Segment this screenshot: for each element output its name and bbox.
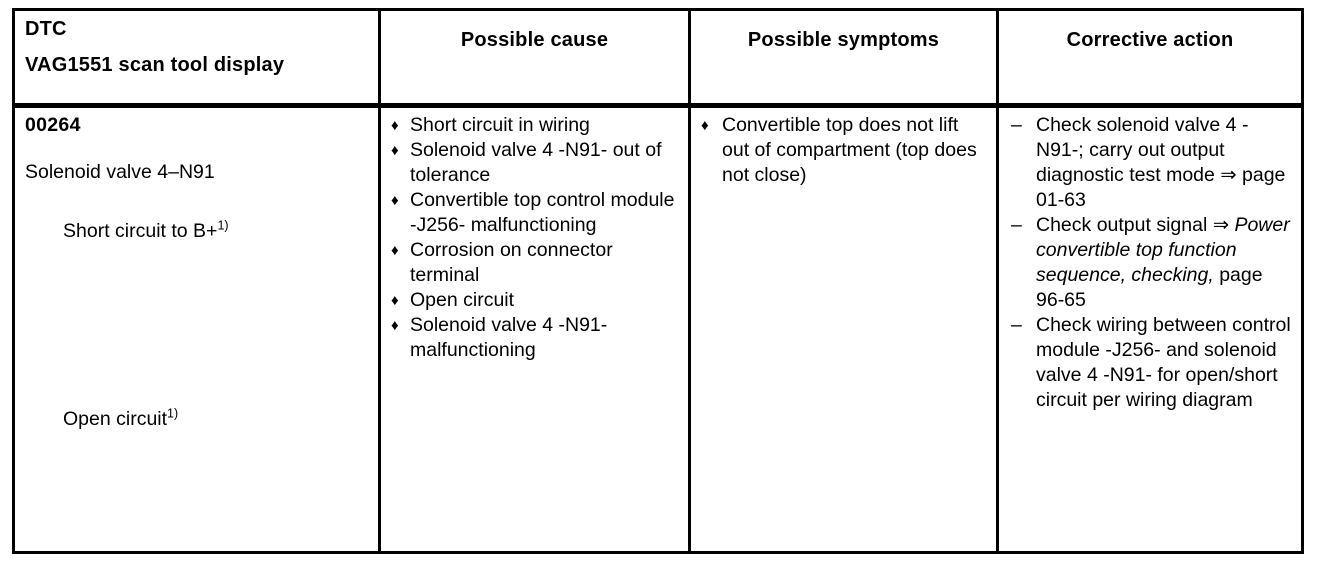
dtc-diagnostic-table: DTC VAG1551 scan tool display Possible c… [12,8,1304,554]
corrective-action-list: – Check solenoid valve 4 -N91-; carry ou… [1011,113,1293,413]
dash-icon: – [1011,314,1022,336]
dtc-fault-short-circuit-text: Short circuit to B+ [63,220,218,242]
corrective-action-reference-title: Power convertible top function sequence,… [1036,214,1290,286]
corrective-action-page-reference: page 96-65 [1036,264,1263,311]
header-corrective-action-label: Corrective action [1066,29,1234,51]
list-item: ♦ Convertible top does not lift out of c… [701,113,988,188]
list-item: ♦ Open circuit [391,288,680,313]
footnote-marker-2: 1) [167,406,179,421]
header-separator-rule [15,103,1301,108]
list-item: ♦ Solenoid valve 4 -N91- malfunctioning [391,313,680,363]
bullet-icon: ♦ [391,317,399,334]
possible-cause-text: Corrosion on connector terminal [410,239,613,286]
possible-cause-text: Open circuit [410,289,515,311]
body-cell-dtc: 00264 Solenoid valve 4–N91 Short circuit… [15,103,378,551]
table-grid: DTC VAG1551 scan tool display Possible c… [15,11,1301,551]
bullet-icon: ♦ [701,117,709,134]
dtc-fault-open-circuit-text: Open circuit [63,408,168,430]
dash-icon: – [1011,214,1022,236]
bullet-icon: ♦ [391,117,399,134]
dtc-code: 00264 [25,114,81,136]
bullet-icon: ♦ [391,192,399,209]
possible-cause-list-group-1: ♦ Short circuit in wiring ♦ Solenoid val… [391,113,680,238]
possible-cause-text: Convertible top control module -J256- ma… [410,189,675,236]
possible-cause-text: Solenoid valve 4 -N91- out of tolerance [410,139,662,186]
list-item: – Check output signal ⇒ Power convertibl… [1011,213,1293,313]
dtc-fault-open-circuit: Open circuit1) [63,407,370,432]
dtc-component-name: Solenoid valve 4–N91 [25,161,215,183]
body-cell-possible-symptoms: ♦ Convertible top does not lift out of c… [688,103,996,551]
header-cell-corrective-action: Corrective action [996,11,1301,103]
dash-icon: – [1011,114,1022,136]
list-item: ♦ Solenoid valve 4 -N91- out of toleranc… [391,138,680,188]
possible-cause-text: Solenoid valve 4 -N91- malfunctioning [410,314,608,361]
header-possible-symptoms-label: Possible symptoms [747,29,940,51]
possible-symptom-text: Convertible top does not lift out of com… [722,114,977,186]
possible-cause-text: Short circuit in wiring [410,114,590,136]
body-cell-corrective-action: – Check solenoid valve 4 -N91-; carry ou… [996,103,1301,551]
header-scan-tool-display-label: VAG1551 scan tool display [25,54,285,76]
list-item: ♦ Convertible top control module -J256- … [391,188,680,238]
body-cell-possible-cause: ♦ Short circuit in wiring ♦ Solenoid val… [378,103,688,551]
list-item: ♦ Short circuit in wiring [391,113,680,138]
header-cell-possible-symptoms: Possible symptoms [688,11,996,103]
bullet-icon: ♦ [391,292,399,309]
header-possible-cause-label: Possible cause [460,29,609,51]
dtc-fault-short-circuit: Short circuit to B+1) [63,219,370,244]
header-cell-dtc: DTC VAG1551 scan tool display [15,11,378,103]
list-item: ♦ Corrosion on connector terminal [391,238,680,288]
footnote-marker-1: 1) [217,218,229,233]
list-item: – Check wiring between control module -J… [1011,313,1293,413]
corrective-action-text: Check solenoid valve 4 -N91-; carry out … [1036,114,1286,211]
possible-cause-list-group-2: ♦ Corrosion on connector terminal ♦ Open… [391,238,680,363]
possible-symptoms-list: ♦ Convertible top does not lift out of c… [701,113,988,188]
bullet-icon: ♦ [391,242,399,259]
bullet-icon: ♦ [391,142,399,159]
corrective-action-text: Check output signal ⇒ [1036,214,1235,236]
corrective-action-text: Check wiring between control module -J25… [1036,314,1291,411]
header-cell-possible-cause: Possible cause [378,11,688,103]
header-dtc-label: DTC [25,18,67,40]
list-item: – Check solenoid valve 4 -N91-; carry ou… [1011,113,1293,213]
